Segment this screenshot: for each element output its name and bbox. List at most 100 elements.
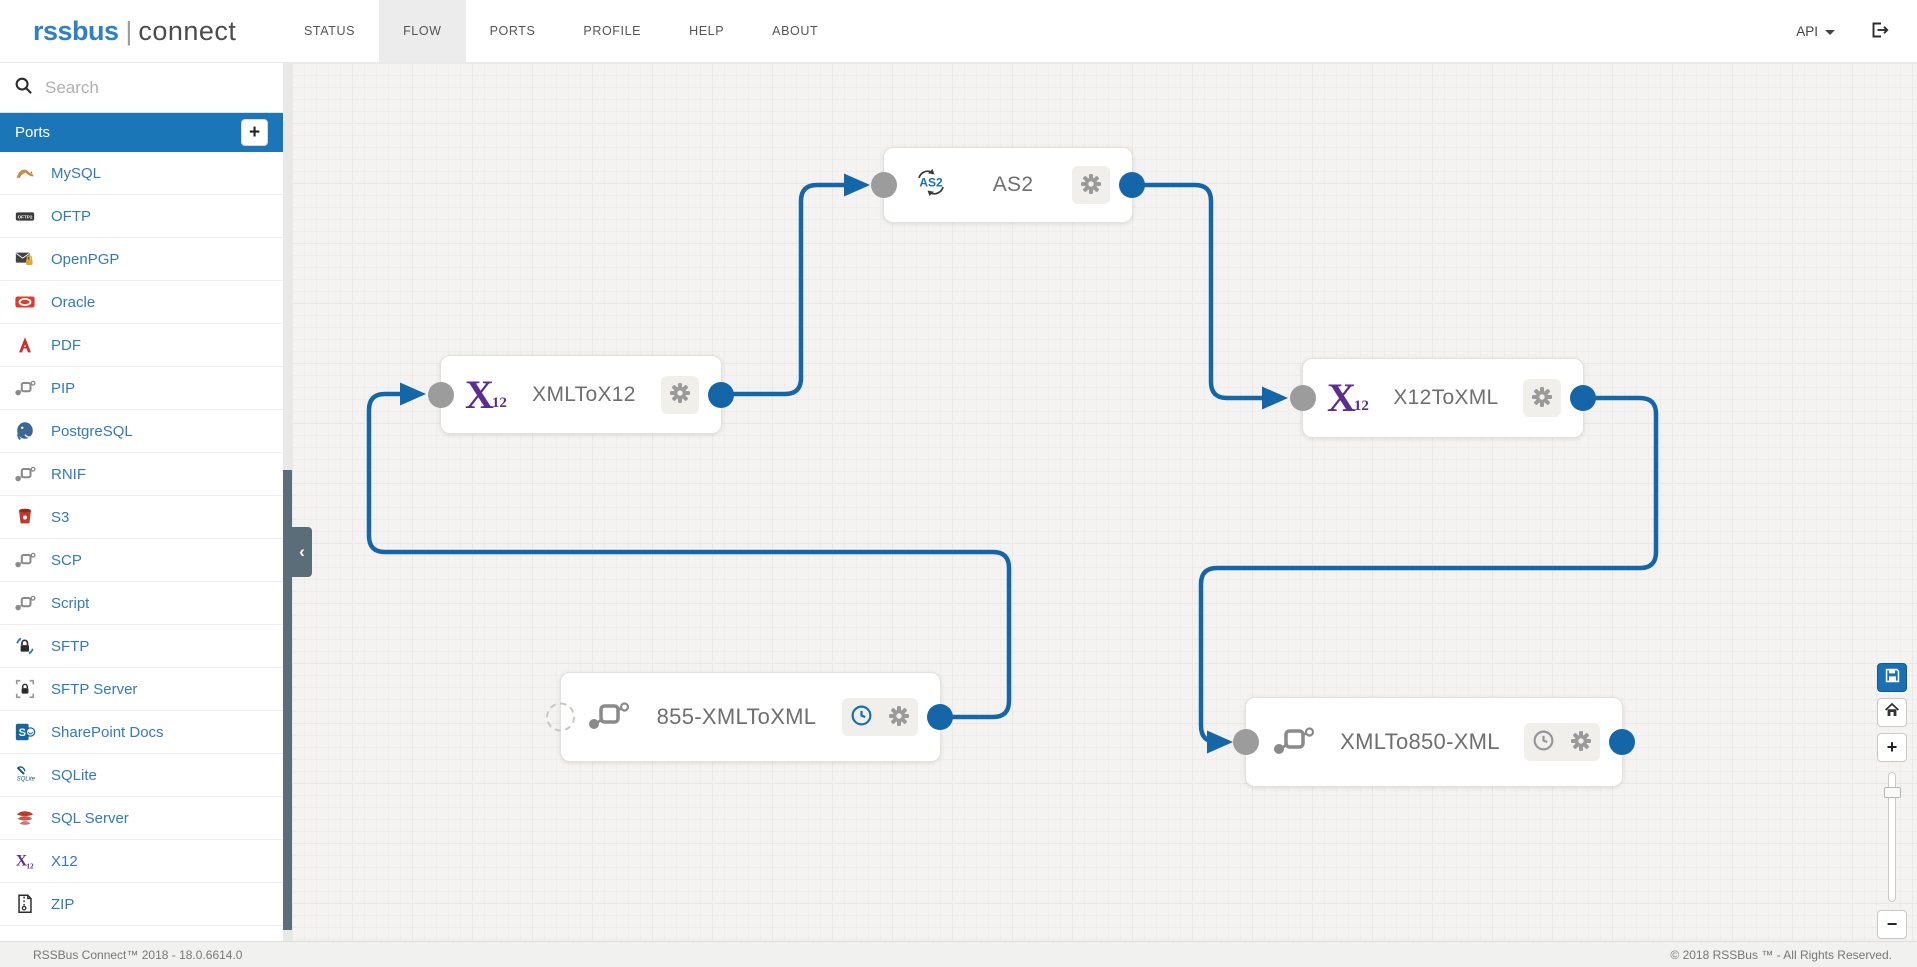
sidebar-item-sftp-server[interactable]: SFTP Server — [0, 668, 283, 711]
mysql-icon — [14, 162, 36, 184]
connector-icon — [585, 697, 631, 738]
flow-node-855-xmltoxml[interactable]: 855-XMLToXML — [546, 672, 953, 762]
zoom-slider-thumb[interactable] — [1884, 787, 1901, 798]
home-view-button[interactable] — [1877, 698, 1907, 727]
sidebar-item-label: SharePoint Docs — [51, 723, 164, 741]
menu-item-about[interactable]: ABOUT — [772, 24, 819, 38]
save-icon — [1884, 667, 1901, 689]
sidebar-item-script[interactable]: Script — [0, 582, 283, 625]
xmltox12-settings-button[interactable] — [661, 376, 699, 414]
zoom-in-button[interactable]: + — [1877, 733, 1907, 762]
connector-icon — [14, 549, 36, 571]
api-dropdown[interactable]: API — [1796, 24, 1835, 39]
save-flow-button[interactable] — [1877, 663, 1907, 692]
as2-output-port[interactable] — [1119, 172, 1145, 198]
menu-item-profile[interactable]: PROFILE — [583, 24, 642, 38]
flow-node-xmlto850-xml[interactable]: XMLTo850-XML — [1233, 697, 1635, 787]
sidebar-item-scp[interactable]: SCP — [0, 539, 283, 582]
xmlto850-xml-input-port[interactable] — [1233, 729, 1259, 755]
855-xmltoxml-settings-button[interactable] — [880, 698, 918, 736]
xmltox12-input-port[interactable] — [428, 381, 454, 408]
sidebar-item-label: SQL Server — [51, 809, 129, 827]
sidebar-collapse-button[interactable]: ‹ — [292, 527, 312, 577]
app-logo[interactable]: rssbus | connect — [0, 0, 280, 62]
xmlto850-xml-settings-button[interactable] — [1562, 723, 1600, 761]
sidebar-item-label: PDF — [51, 336, 81, 354]
xmlto850-xml-output-port[interactable] — [1609, 729, 1635, 755]
sftp-icon — [14, 635, 36, 657]
footer-version-text: RSSBus Connect™ 2018 - 18.0.6614.0 — [33, 947, 243, 962]
openpgp-icon — [14, 248, 36, 270]
sqlserver-icon — [14, 807, 36, 829]
gear-icon — [887, 704, 911, 731]
logo-separator: | — [125, 15, 133, 46]
sidebar-item-label: RNIF — [51, 465, 86, 483]
gear-icon — [1079, 172, 1103, 199]
main-menu: STATUS FLOW PORTS PROFILE HELP ABOUT — [280, 0, 842, 62]
search-input[interactable] — [45, 77, 245, 98]
sidebar-item-openpgp[interactable]: OpenPGP — [0, 238, 283, 281]
logout-button[interactable] — [1869, 20, 1889, 43]
connection-xmltox12-as2 — [719, 182, 847, 397]
footer-copyright-text: © 2018 RSSBus ™ - All Rights Reserved. — [1670, 947, 1892, 962]
svg-text:12: 12 — [26, 861, 34, 870]
zoom-slider[interactable] — [1884, 772, 1901, 902]
sqlite-icon: SQLite — [14, 764, 36, 786]
as2-cycle-icon: AS2 — [908, 168, 954, 203]
menu-item-ports[interactable]: PORTS — [489, 24, 536, 38]
postgresql-icon — [14, 420, 36, 442]
svg-text:SQLite: SQLite — [17, 777, 36, 783]
sidebar-item-pdf[interactable]: PDF — [0, 324, 283, 367]
home-icon — [1884, 702, 1900, 723]
855-xmltoxml-output-port[interactable] — [927, 704, 953, 730]
as2-settings-button[interactable] — [1072, 166, 1110, 204]
sidebar-item-zip[interactable]: ZIP — [0, 883, 283, 926]
as2-input-port[interactable] — [871, 172, 897, 198]
sidebar-item-sql-server[interactable]: SQL Server — [0, 797, 283, 840]
sidebar-scrollbar[interactable] — [283, 63, 292, 941]
sidebar-item-pip[interactable]: PIP — [0, 367, 283, 410]
zoom-out-button[interactable]: − — [1877, 910, 1907, 939]
menu-item-flow[interactable]: FLOW — [379, 0, 466, 62]
sidebar-item-label: Oracle — [51, 293, 96, 311]
logo-rssbus: rssbus — [33, 15, 119, 46]
855-xmltoxml-schedule-button[interactable] — [842, 698, 880, 736]
xmlto850-xml-schedule-button[interactable] — [1524, 723, 1562, 761]
api-dropdown-label: API — [1796, 23, 1818, 39]
node-title: AS2 — [992, 173, 1034, 196]
flow-canvas[interactable]: AS2 AS2 — [292, 63, 1917, 941]
ports-header: Ports + — [0, 113, 283, 152]
s3-icon — [14, 506, 36, 528]
sidebar-item-oracle[interactable]: Oracle — [0, 281, 283, 324]
sidebar-item-label: PIP — [51, 379, 76, 397]
x12toxml-settings-button[interactable] — [1523, 379, 1561, 417]
x12toxml-input-port[interactable] — [1290, 385, 1316, 411]
menu-item-help[interactable]: HELP — [689, 24, 725, 38]
sidebar-scrollbar-thumb[interactable] — [283, 470, 292, 930]
855-xmltoxml-input-port[interactable] — [546, 702, 575, 732]
sidebar-item-label: MySQL — [51, 164, 102, 182]
sidebar-item-label: SFTP — [51, 637, 90, 655]
sidebar-item-rnif[interactable]: RNIF — [0, 453, 283, 496]
sidebar-item-s3[interactable]: S3 — [0, 496, 283, 539]
xmltox12-output-port[interactable] — [708, 381, 734, 408]
chevron-down-icon — [1825, 29, 1835, 35]
sidebar-item-sftp[interactable]: SFTP — [0, 625, 283, 668]
add-port-button[interactable]: + — [241, 119, 268, 146]
sidebar-item-mysql[interactable]: MySQL — [0, 152, 283, 195]
flow-node-as2[interactable]: AS2 AS2 — [871, 147, 1145, 223]
node-title: 855-XMLToXML — [656, 704, 817, 729]
menu-item-status[interactable]: STATUS — [304, 24, 356, 38]
sidebar-item-postgresql[interactable]: PostgreSQL — [0, 410, 283, 453]
x12toxml-output-port[interactable] — [1570, 385, 1596, 411]
